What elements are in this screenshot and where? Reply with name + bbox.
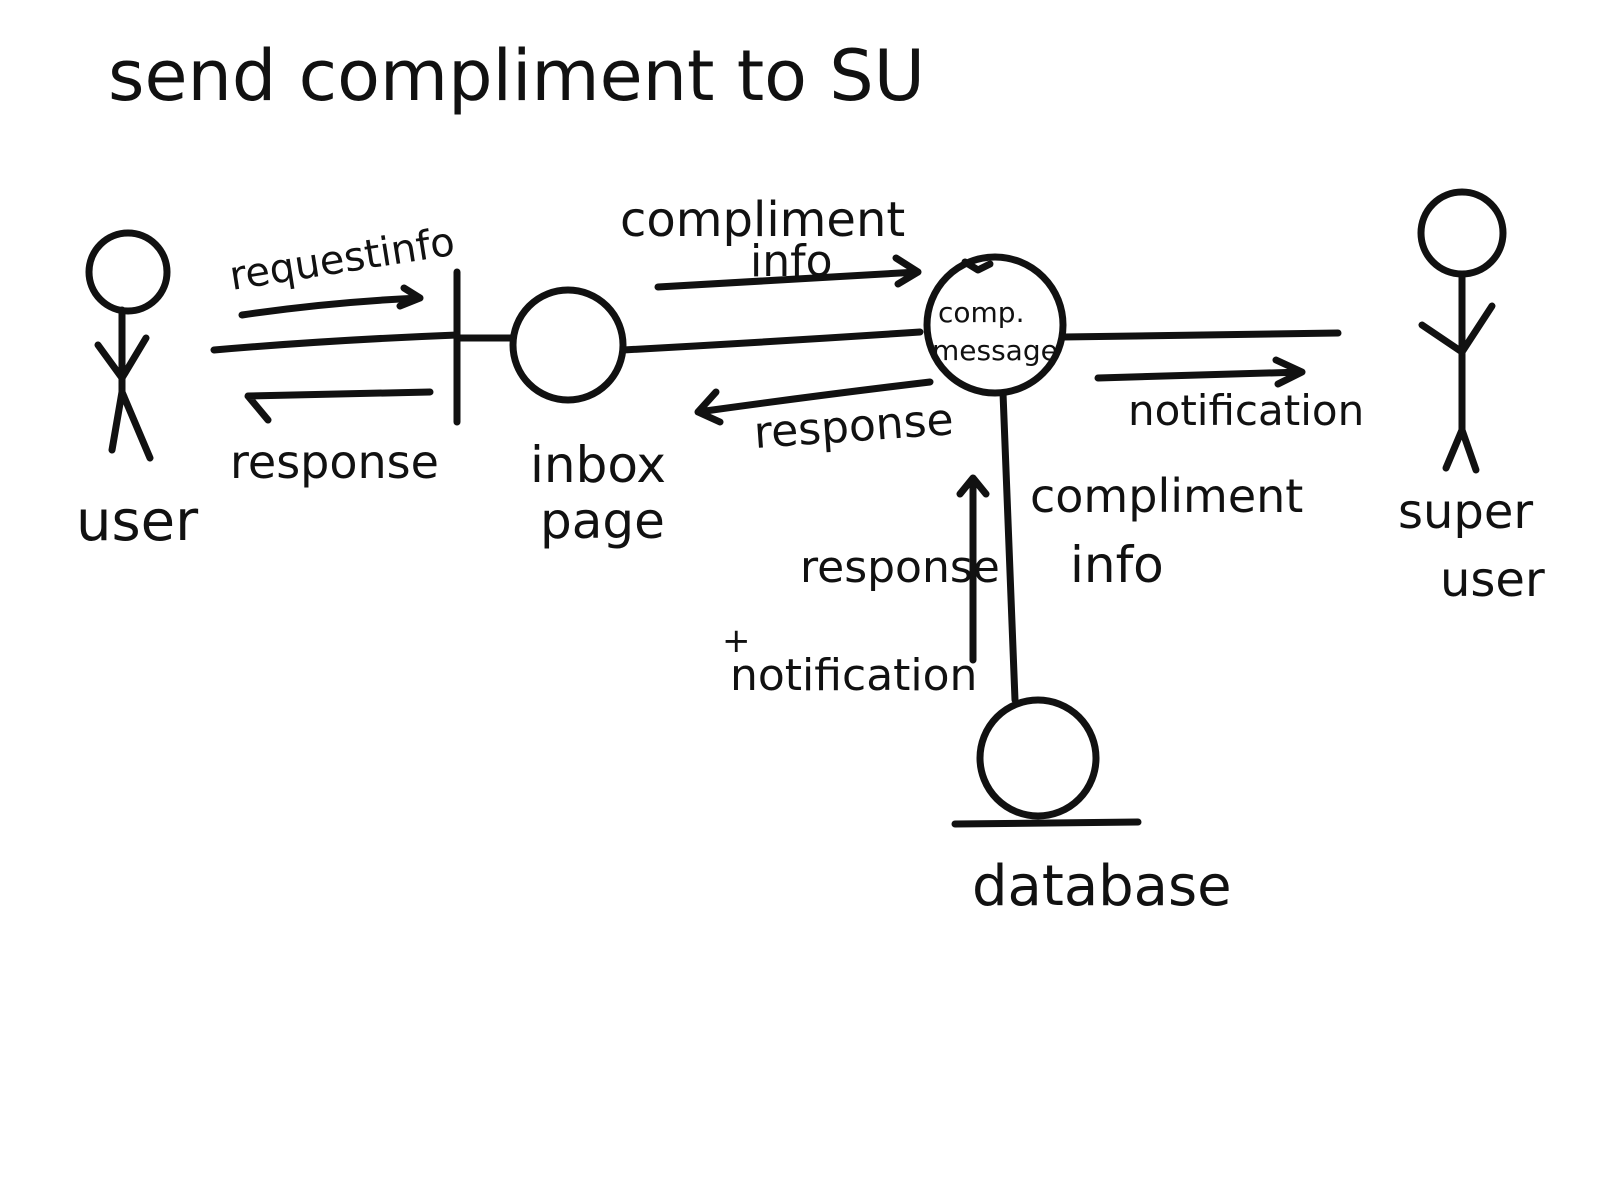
msg-compliment-info-db-line2: info [1070,536,1164,594]
comp-message-label-line2: message [932,334,1058,367]
comp-message-control: comp. message [923,253,1067,397]
diagram-title: send compliment to SU [108,35,925,117]
msg-response-db: response [800,542,1000,593]
arrow-response-notification [956,474,990,664]
super-user-label-line1: super [1398,484,1533,540]
arrow-compliment-info [654,254,922,291]
link-control-database [999,389,1019,704]
link-inbox-control [619,328,924,354]
inbox-page-label-line2: page [540,492,665,550]
msg-notification-db: notification [730,650,977,701]
database-label: database [972,854,1232,919]
arrow-response-to-user [244,388,434,424]
msg-request-info: requestinfo [226,219,457,300]
comp-message-label-line1: comp. [938,296,1024,329]
super-user-actor: super user [1398,188,1545,608]
user-actor-label: user [76,489,199,554]
inbox-page-label-line1: inbox [530,436,666,494]
user-actor: user [76,229,199,554]
link-control-superuser [1059,329,1342,341]
inbox-page-boundary: inbox page [453,268,666,550]
msg-response-to-user: response [230,435,439,489]
arrow-request-info [238,284,424,319]
msg-compliment-info-top-line1: compliment [620,192,905,248]
database-entity: database [951,696,1232,919]
arrow-notification-to-su [1094,356,1306,388]
arrow-response-to-inbox [694,378,934,426]
msg-plus-sign: + [722,621,751,661]
msg-notification-to-su: notification [1128,386,1364,435]
link-user-boundary [210,331,461,354]
msg-compliment-info-top-line2: info [750,236,833,287]
msg-compliment-info-db-line1: compliment [1030,469,1303,523]
super-user-label-line2: user [1440,552,1545,608]
